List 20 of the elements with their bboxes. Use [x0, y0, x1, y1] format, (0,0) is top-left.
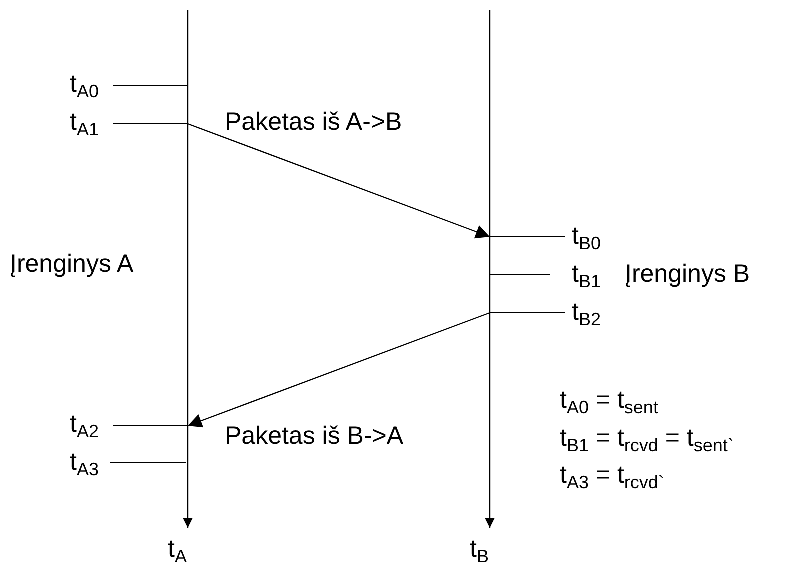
timeline-axis: [180, 10, 196, 530]
axis-label: t$_{B}$: [470, 537, 489, 562]
time-label: t$_{A0}$: [70, 72, 99, 97]
time-label: t$_{A2}$: [70, 412, 99, 437]
axis-label: t$_{A}$: [168, 537, 187, 562]
timeline-axis: [482, 10, 498, 530]
arrow: [188, 312, 490, 428]
time-label: t$_{A3}$: [70, 450, 99, 475]
equation: t$_{B1}$ = t$_{rcvd}$ = t$_{sent`}$: [560, 426, 734, 451]
time-label: t$_{B1}$: [572, 262, 601, 287]
time-label: t$_{B0}$: [572, 224, 601, 249]
arrow: [188, 123, 490, 239]
edge-label: Paketas iš B->A: [225, 424, 404, 449]
edge-label: Paketas iš A->B: [225, 110, 402, 135]
device-label: Įrenginys A: [10, 252, 134, 277]
equation: t$_{A0}$ = t$_{sent}$: [560, 388, 658, 413]
time-label: t$_{A1}$: [70, 110, 99, 135]
equation: t$_{A3}$ = t$_{rcvd`}$: [560, 463, 664, 488]
device-label: Įrenginys B: [625, 262, 750, 287]
time-label: t$_{B2}$: [572, 300, 601, 325]
